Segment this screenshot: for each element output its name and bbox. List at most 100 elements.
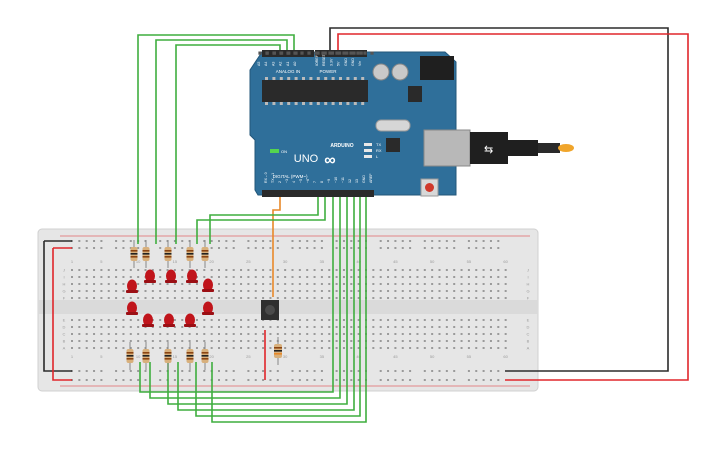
breadboard-hole[interactable]	[453, 326, 456, 328]
breadboard-rail-hole[interactable]	[453, 247, 456, 249]
breadboard-hole[interactable]	[372, 276, 375, 278]
breadboard-hole[interactable]	[401, 276, 404, 278]
breadboard-hole[interactable]	[203, 333, 206, 335]
breadboard-hole[interactable]	[416, 290, 419, 292]
breadboard-hole[interactable]	[409, 297, 412, 299]
breadboard-hole[interactable]	[107, 347, 110, 349]
breadboard-rail-hole[interactable]	[445, 370, 448, 372]
breadboard-rail-hole[interactable]	[298, 240, 301, 242]
breadboard-rail-hole[interactable]	[298, 379, 301, 381]
breadboard-hole[interactable]	[115, 269, 118, 271]
breadboard-rail-hole[interactable]	[298, 370, 301, 372]
breadboard-hole[interactable]	[115, 333, 118, 335]
breadboard-hole[interactable]	[453, 290, 456, 292]
breadboard-hole[interactable]	[335, 276, 338, 278]
breadboard-rail-hole[interactable]	[247, 247, 250, 249]
breadboard-hole[interactable]	[379, 276, 382, 278]
breadboard-hole[interactable]	[445, 290, 448, 292]
breadboard-rail-hole[interactable]	[100, 379, 103, 381]
breadboard-hole[interactable]	[225, 333, 228, 335]
breadboard-hole[interactable]	[335, 326, 338, 328]
breadboard-hole[interactable]	[328, 290, 331, 292]
breadboard-hole[interactable]	[173, 290, 176, 292]
breadboard-rail-hole[interactable]	[78, 247, 81, 249]
breadboard-hole[interactable]	[93, 347, 96, 349]
breadboard-hole[interactable]	[416, 333, 419, 335]
breadboard-hole[interactable]	[387, 276, 390, 278]
breadboard-hole[interactable]	[372, 326, 375, 328]
breadboard-rail-hole[interactable]	[181, 247, 184, 249]
breadboard-hole[interactable]	[460, 297, 463, 299]
breadboard-hole[interactable]	[159, 283, 162, 285]
breadboard-hole[interactable]	[313, 319, 316, 321]
breadboard-hole[interactable]	[401, 340, 404, 342]
breadboard-hole[interactable]	[240, 269, 243, 271]
breadboard-hole[interactable]	[78, 347, 81, 349]
breadboard-hole[interactable]	[71, 347, 73, 349]
breadboard-rail-hole[interactable]	[342, 370, 345, 372]
breadboard-hole[interactable]	[357, 340, 360, 342]
breadboard-rail-hole[interactable]	[232, 370, 235, 372]
resistor-button[interactable]	[274, 337, 282, 365]
breadboard-hole[interactable]	[240, 347, 243, 349]
breadboard-hole[interactable]	[195, 333, 198, 335]
breadboard-hole[interactable]	[240, 283, 243, 285]
breadboard-hole[interactable]	[431, 269, 434, 271]
breadboard-hole[interactable]	[254, 319, 257, 321]
breadboard-hole[interactable]	[313, 333, 316, 335]
breadboard-rail-hole[interactable]	[320, 370, 323, 372]
led[interactable]	[187, 269, 197, 283]
breadboard-hole[interactable]	[313, 297, 316, 299]
breadboard-rail-hole[interactable]	[269, 379, 272, 381]
breadboard-hole[interactable]	[166, 290, 169, 292]
breadboard-hole[interactable]	[328, 269, 331, 271]
breadboard-hole[interactable]	[181, 290, 184, 292]
breadboard-hole[interactable]	[298, 340, 301, 342]
breadboard-rail-hole[interactable]	[335, 240, 338, 242]
breadboard-rail-hole[interactable]	[247, 370, 250, 372]
breadboard-hole[interactable]	[372, 269, 375, 271]
breadboard-hole[interactable]	[284, 283, 287, 285]
breadboard-hole[interactable]	[262, 290, 265, 292]
breadboard-hole[interactable]	[122, 333, 125, 335]
breadboard-hole[interactable]	[335, 297, 338, 299]
breadboard-hole[interactable]	[284, 333, 287, 335]
breadboard-hole[interactable]	[93, 283, 96, 285]
breadboard-hole[interactable]	[504, 276, 507, 278]
breadboard-rail-hole[interactable]	[129, 370, 132, 372]
breadboard-hole[interactable]	[320, 326, 323, 328]
breadboard-hole[interactable]	[93, 333, 96, 335]
breadboard-hole[interactable]	[151, 347, 154, 349]
wire-green-analog-3[interactable]	[175, 44, 281, 244]
breadboard-hole[interactable]	[254, 283, 257, 285]
breadboard-hole[interactable]	[107, 297, 110, 299]
breadboard-rail-hole[interactable]	[313, 379, 316, 381]
breadboard-hole[interactable]	[151, 283, 154, 285]
breadboard-rail-hole[interactable]	[188, 379, 191, 381]
breadboard-hole[interactable]	[85, 347, 88, 349]
breadboard-hole[interactable]	[475, 333, 478, 335]
breadboard-rail-hole[interactable]	[144, 379, 147, 381]
breadboard-hole[interactable]	[409, 319, 412, 321]
breadboard-hole[interactable]	[482, 319, 485, 321]
breadboard-rail-hole[interactable]	[350, 370, 353, 372]
header-pin[interactable]	[335, 51, 339, 55]
breadboard-hole[interactable]	[78, 340, 81, 342]
breadboard-hole[interactable]	[497, 326, 500, 328]
breadboard-rail-hole[interactable]	[210, 240, 213, 242]
breadboard-hole[interactable]	[232, 333, 235, 335]
breadboard-hole[interactable]	[387, 326, 390, 328]
breadboard-hole[interactable]	[122, 269, 125, 271]
breadboard-hole[interactable]	[137, 347, 140, 349]
breadboard-hole[interactable]	[100, 319, 103, 321]
breadboard-hole[interactable]	[71, 297, 73, 299]
header-pin[interactable]	[293, 51, 297, 55]
breadboard-hole[interactable]	[350, 319, 353, 321]
breadboard-hole[interactable]	[342, 326, 345, 328]
breadboard-hole[interactable]	[379, 333, 382, 335]
breadboard-hole[interactable]	[181, 269, 184, 271]
breadboard-hole[interactable]	[350, 347, 353, 349]
breadboard-hole[interactable]	[284, 297, 287, 299]
breadboard-rail-hole[interactable]	[350, 379, 353, 381]
breadboard-hole[interactable]	[218, 347, 220, 349]
